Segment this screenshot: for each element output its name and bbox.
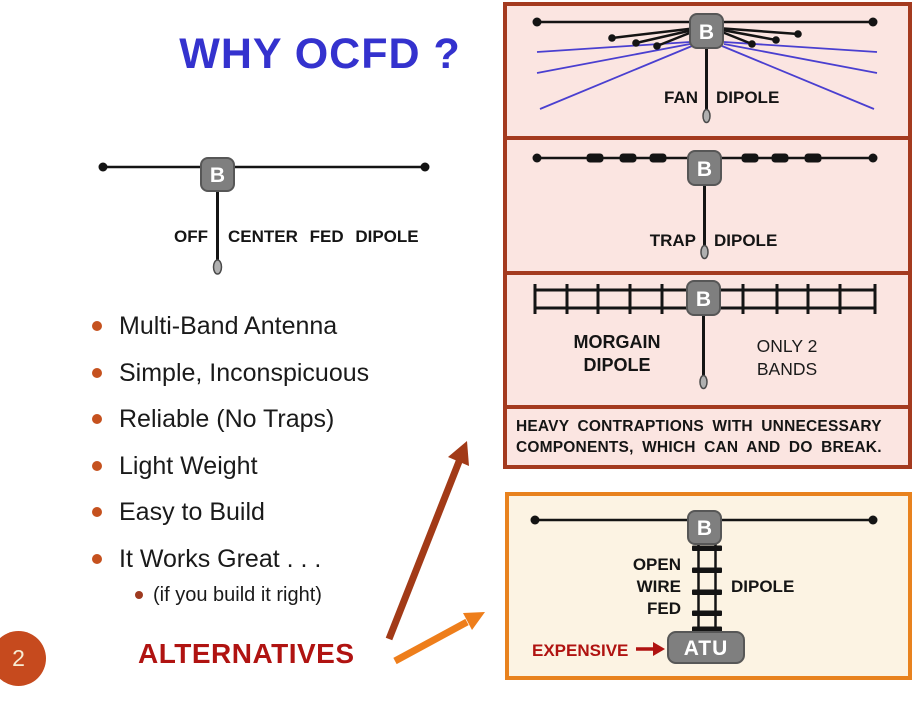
alternatives-arrows bbox=[385, 441, 485, 665]
page-number-badge: 2 bbox=[0, 631, 46, 686]
sub-bullet-item: (if you build it right) bbox=[131, 580, 322, 610]
fan-dipole-diagram: B FAN DIPOLE bbox=[532, 13, 878, 124]
feed-connector bbox=[212, 259, 223, 275]
bullet-text: Multi-Band Antenna bbox=[119, 312, 338, 340]
bullet-item: Light Weight bbox=[85, 443, 369, 490]
trap-dipole-panel: B TRAP DIPOLE bbox=[503, 136, 912, 275]
feed-connector bbox=[702, 108, 711, 124]
only-2-bands-line2: BANDS bbox=[757, 359, 817, 379]
dark-red-arrow bbox=[385, 441, 469, 641]
balun-box bbox=[687, 150, 722, 186]
bullet-text: Simple, Inconspicuous bbox=[119, 358, 370, 387]
ladder-feed-line bbox=[692, 544, 722, 636]
caption-line-2: COMPONENTS, WHICH CAN AND DO BREAK. bbox=[516, 439, 882, 456]
balun-label: B bbox=[210, 164, 225, 187]
morgain-name-line1: MORGAIN bbox=[574, 332, 661, 352]
balun-label: B bbox=[699, 21, 714, 44]
bullet-text: Reliable (No Traps) bbox=[119, 405, 335, 434]
bullet-text: Light Weight bbox=[119, 451, 258, 480]
bullet-item: Easy to Build bbox=[85, 489, 369, 536]
ladder-rungs bbox=[533, 284, 877, 314]
open-wire-fed-panel: B ATU OPEN WIRE FED DIPOLE EXPENSIVE bbox=[505, 492, 912, 680]
atu-box bbox=[667, 631, 745, 664]
fan-dipole-label: DIPOLE bbox=[716, 88, 779, 107]
morgain-dipole-diagram: B MORGAIN DIPOLE ONLY 2 BANDS bbox=[533, 280, 877, 390]
feed-connector bbox=[699, 374, 708, 390]
bullet-text: Easy to Build bbox=[119, 498, 265, 527]
trap-elements bbox=[586, 153, 822, 163]
ocfd-label-off: OFF bbox=[174, 227, 208, 246]
fan-slanted-wires bbox=[608, 26, 802, 50]
bullet-list: Multi-Band Antenna Simple, Inconspicuous… bbox=[85, 303, 369, 583]
page-title: WHY OCFD ? bbox=[179, 30, 461, 78]
open-label: OPEN bbox=[633, 555, 681, 574]
balun-box bbox=[200, 157, 235, 192]
page-number: 2 bbox=[12, 645, 25, 671]
trap-label: TRAP bbox=[650, 231, 696, 250]
trap-dipole-diagram: B TRAP DIPOLE bbox=[532, 150, 878, 260]
orange-arrow bbox=[393, 612, 485, 665]
ocfd-diagram: B OFF CENTER FED DIPOLE bbox=[98, 157, 430, 275]
morgain-name-line2: DIPOLE bbox=[583, 355, 650, 375]
balun-label: B bbox=[696, 288, 711, 311]
caption-box: HEAVY CONTRAPTIONS WITH UNNECESSARY COMP… bbox=[503, 405, 912, 469]
open-wire-diagram: B ATU OPEN WIRE FED DIPOLE EXPENSIVE bbox=[530, 510, 878, 664]
wire-label: WIRE bbox=[637, 577, 681, 596]
balun-label: B bbox=[697, 517, 712, 540]
wire-end-dot bbox=[98, 162, 108, 172]
morgain-dipole-panel: B MORGAIN DIPOLE ONLY 2 BANDS bbox=[503, 271, 912, 409]
alternatives-label: ALTERNATIVES bbox=[138, 638, 355, 669]
bullet-item: It Works Great . . . bbox=[85, 536, 369, 583]
feed-connector bbox=[700, 244, 709, 260]
balun-box bbox=[689, 13, 724, 49]
trap-dipole-label: DIPOLE bbox=[714, 231, 777, 250]
alternatives-panel-group: B FAN DIPOLE B bbox=[503, 2, 912, 469]
fan-label: FAN bbox=[664, 88, 698, 107]
bullet-item: Multi-Band Antenna bbox=[85, 303, 369, 350]
balun-box bbox=[687, 510, 722, 545]
atu-label: ATU bbox=[684, 637, 729, 660]
bullet-item: Reliable (No Traps) bbox=[85, 396, 369, 443]
fed-label: FED bbox=[647, 599, 681, 618]
expensive-label: EXPENSIVE bbox=[532, 641, 628, 660]
dipole-label: DIPOLE bbox=[731, 577, 794, 596]
bullet-item: Simple, Inconspicuous bbox=[85, 350, 369, 397]
caption-line-1: HEAVY CONTRAPTIONS WITH UNNECESSARY bbox=[516, 418, 882, 435]
fan-dipole-panel: B FAN DIPOLE bbox=[503, 2, 912, 140]
balun-box bbox=[686, 280, 721, 316]
wire-end-dot bbox=[420, 162, 430, 172]
expensive-arrow-icon bbox=[636, 642, 665, 656]
balun-label: B bbox=[697, 158, 712, 181]
ocfd-label-center-fed-dipole: CENTER FED DIPOLE bbox=[228, 227, 419, 246]
bullet-text: It Works Great . . . bbox=[119, 544, 322, 573]
only-2-bands-line1: ONLY 2 bbox=[757, 336, 818, 356]
